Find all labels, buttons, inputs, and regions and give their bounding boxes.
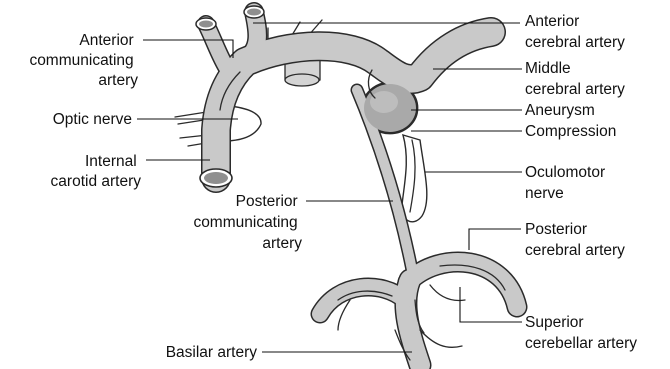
label-posterior-cerebral-artery: Posterior cerebral artery — [525, 221, 625, 259]
label-posterior-communicating-artery: Posterior communicating artery — [193, 193, 302, 252]
label-middle-cerebral-artery: Middle cerebral artery — [525, 60, 625, 98]
oculomotor-nerve — [402, 135, 427, 222]
vessel-fills — [206, 12, 517, 365]
label-oculomotor-nerve: Oculomotor nerve — [525, 164, 609, 202]
label-anterior-cerebral-artery: Anterior cerebral artery — [525, 13, 625, 51]
label-internal-carotid-artery: Internal carotid artery — [51, 153, 142, 190]
label-anterior-communicating-artery: Anterior communicating artery — [29, 32, 138, 89]
label-aneurysm: Aneurysm — [525, 102, 595, 119]
label-superior-cerebellar-artery: Superior cerebellar artery — [525, 314, 637, 352]
leader-posterior-cerebral — [469, 229, 521, 250]
label-compression: Compression — [525, 123, 616, 140]
label-optic-nerve: Optic nerve — [53, 111, 132, 128]
label-basilar-artery: Basilar artery — [166, 344, 258, 361]
